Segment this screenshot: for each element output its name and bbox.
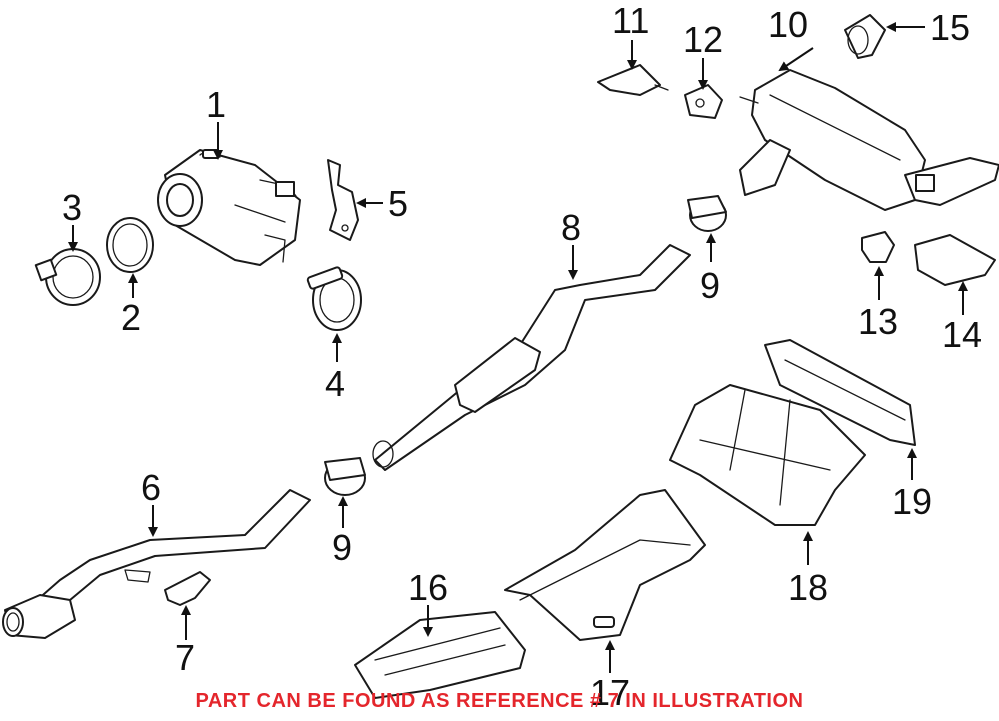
callout-leaders xyxy=(68,22,968,673)
part-11-bracket xyxy=(597,64,669,96)
part-14-bracket xyxy=(914,234,996,286)
part-5-bracket xyxy=(327,159,359,241)
part-9-clamp-lower xyxy=(324,457,366,496)
part-15-tail-pipe-tip xyxy=(844,14,886,59)
callout-numbers: 1 2 3 4 5 6 7 8 9 9 10 11 12 13 14 15 16… xyxy=(62,0,982,713)
callout-14: 14 xyxy=(942,314,982,355)
reference-note: PART CAN BE FOUND AS REFERENCE # 7 IN IL… xyxy=(195,690,804,712)
callout-4: 4 xyxy=(325,363,345,404)
callout-19: 19 xyxy=(892,481,932,522)
callout-3: 3 xyxy=(62,187,82,228)
part-19-heat-shield xyxy=(764,339,916,446)
callout-12: 12 xyxy=(683,19,723,60)
part-3-clamp xyxy=(34,248,101,306)
callout-13: 13 xyxy=(858,301,898,342)
callout-2: 2 xyxy=(121,297,141,338)
part-12-hanger xyxy=(684,84,723,119)
leader-10 xyxy=(778,47,814,72)
callout-18: 18 xyxy=(788,567,828,608)
part-18-heat-shield xyxy=(669,384,866,526)
callout-9-upper: 9 xyxy=(700,265,720,306)
callout-10: 10 xyxy=(768,4,808,45)
part-17-heat-shield xyxy=(504,489,706,641)
part-9-clamp-upper xyxy=(687,195,727,232)
part-7-hanger xyxy=(164,571,211,606)
callout-8: 8 xyxy=(561,207,581,248)
callout-1: 1 xyxy=(206,84,226,125)
callout-11: 11 xyxy=(612,0,649,41)
callout-17: 17 xyxy=(590,672,630,713)
callout-9-lower: 9 xyxy=(332,527,352,568)
part-1-diesel-particulate-filter xyxy=(157,149,301,266)
callout-16: 16 xyxy=(408,567,448,608)
part-6-front-pipe xyxy=(2,489,311,639)
callout-15: 15 xyxy=(930,7,970,48)
part-10-rear-muffler xyxy=(739,69,999,211)
part-8-center-pipe xyxy=(372,244,691,471)
part-16-heat-shield xyxy=(354,611,526,699)
callout-6: 6 xyxy=(141,467,161,508)
callout-5: 5 xyxy=(388,183,408,224)
part-2-gasket xyxy=(106,217,154,273)
part-13-sensor xyxy=(861,231,895,263)
callout-7: 7 xyxy=(175,637,195,678)
part-4-clamp xyxy=(306,266,362,331)
